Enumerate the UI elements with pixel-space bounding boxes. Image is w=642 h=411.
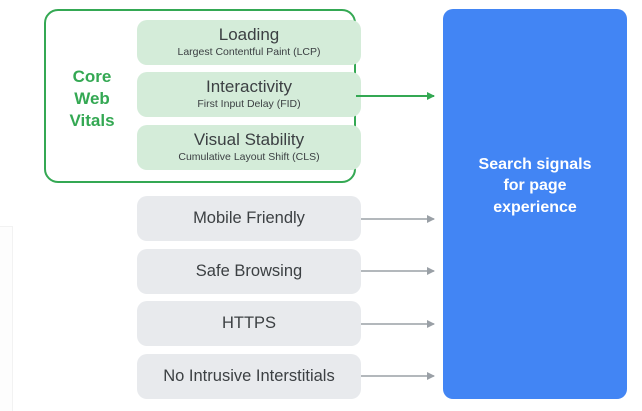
- search-signals-label-line: for page: [503, 177, 567, 195]
- core-web-vitals-label: Core Web Vitals: [44, 66, 140, 132]
- metric-title: Interactivity: [206, 77, 292, 96]
- background-panel-edge: [0, 226, 13, 411]
- core-web-vitals-label-line: Core: [72, 67, 112, 86]
- signal-label: Mobile Friendly: [193, 209, 305, 227]
- search-signals-label-line: experience: [493, 198, 577, 216]
- core-web-vitals-label-line: Vitals: [69, 111, 115, 130]
- metric-title: Visual Stability: [193, 130, 305, 149]
- signal-box-mobile-friendly: Mobile Friendly: [137, 196, 361, 241]
- metric-subtitle: Cumulative Layout Shift (CLS): [178, 151, 320, 163]
- search-signals-label: Search signals for page experience: [455, 154, 615, 219]
- metric-title: Loading: [218, 25, 280, 44]
- signal-box-no-intrusive-interstitials: No Intrusive Interstitials: [137, 354, 361, 399]
- search-signals-label-line: Search signals: [478, 155, 592, 173]
- metric-box-interactivity: Interactivity First Input Delay (FID): [137, 72, 361, 117]
- search-signals-box: Search signals for page experience: [443, 9, 627, 399]
- signal-label: Safe Browsing: [195, 262, 303, 280]
- metric-subtitle: First Input Delay (FID): [197, 98, 301, 110]
- metric-box-visual-stability: Visual Stability Cumulative Layout Shift…: [137, 125, 361, 170]
- metric-box-loading: Loading Largest Contentful Paint (LCP): [137, 20, 361, 65]
- signal-label: No Intrusive Interstitials: [163, 367, 335, 385]
- signal-box-safe-browsing: Safe Browsing: [137, 249, 361, 294]
- core-web-vitals-label-line: Web: [74, 89, 110, 108]
- metric-subtitle: Largest Contentful Paint (LCP): [177, 46, 321, 58]
- signal-label: HTTPS: [221, 314, 277, 332]
- signal-box-https: HTTPS: [137, 301, 361, 346]
